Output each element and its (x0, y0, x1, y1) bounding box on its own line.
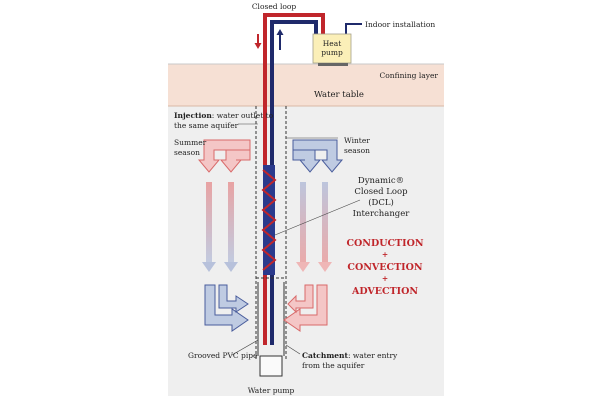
winter-arrow-inner (292, 149, 322, 173)
closed-loop-label: Closed loop (252, 2, 297, 11)
winter-label-2: season (344, 146, 370, 155)
catchment-arrow-red-outer (283, 284, 328, 332)
heat-pump-base (318, 63, 348, 66)
process-plus-1: + (382, 250, 388, 259)
process-advection: ADVECTION (351, 286, 418, 297)
winter-fade-arrow-2-head (318, 262, 332, 272)
water-pump-label: Water pump (248, 386, 295, 395)
grooved-pipe-label: Grooved PVC pipe (188, 351, 258, 360)
summer-label-2: season (174, 148, 200, 157)
dcl-label-4: Interchanger (353, 209, 411, 219)
summer-fade-arrow-1-head (202, 262, 216, 272)
injection-label-bold: Injection (174, 111, 212, 120)
dcl-label-1: Dynamic® (358, 176, 404, 186)
winter-fade-arrow-1-head (296, 262, 310, 272)
flow-down-arrow-head (254, 43, 262, 49)
catchment-label-line2: from the aquifer (302, 361, 365, 370)
injection-label-line2: the same aquifer (174, 121, 239, 130)
heat-pump (312, 33, 352, 64)
process-plus-2: + (382, 274, 388, 283)
catchment-arrow-blue-outer (204, 284, 249, 332)
winter-label-1: Winter (344, 136, 370, 145)
catchment-label: Catchment: water entry (302, 351, 398, 360)
indoor-installation-label: Indoor installation (365, 20, 435, 29)
catchment-arrow-blue-inner (218, 284, 249, 313)
dcl-leader (274, 199, 361, 236)
catchment-leader (285, 344, 301, 355)
catchment-arrow-red-inner (287, 284, 314, 314)
process-conduction: CONDUCTION (346, 238, 423, 249)
grooved-pipe-leader (231, 339, 259, 356)
dcl-helix (261, 169, 277, 271)
water-table-label: Water table (314, 90, 364, 100)
confining-layer (168, 64, 444, 106)
catchment-label-bold: Catchment (302, 351, 348, 360)
water-pump (259, 355, 283, 377)
summer-fade-arrow-2-head (224, 262, 238, 272)
summer-fade-arrow-1 (206, 182, 212, 262)
dcl-label-2: Closed Loop (354, 187, 408, 197)
injection-label-rest: : water outlet to (212, 111, 274, 120)
flow-up-arrow-head (276, 29, 284, 35)
injection-label: Injection: water outlet to (174, 111, 274, 120)
summer-fade-arrow-2 (228, 182, 234, 262)
heat-pump-label-2: pump (321, 48, 343, 57)
winter-fade-arrow-1 (300, 182, 306, 262)
summer-label-1: Summer (174, 138, 207, 147)
confining-layer-label: Confining layer (380, 71, 439, 80)
process-convection: CONVECTION (347, 262, 422, 273)
summer-arrow-inner (219, 149, 251, 173)
dcl-label-3: (DCL) (368, 197, 394, 208)
catchment-label-rest: : water entry (348, 351, 398, 360)
winter-fade-arrow-2 (322, 182, 328, 262)
heat-pump-label-1: Heat (323, 39, 341, 48)
